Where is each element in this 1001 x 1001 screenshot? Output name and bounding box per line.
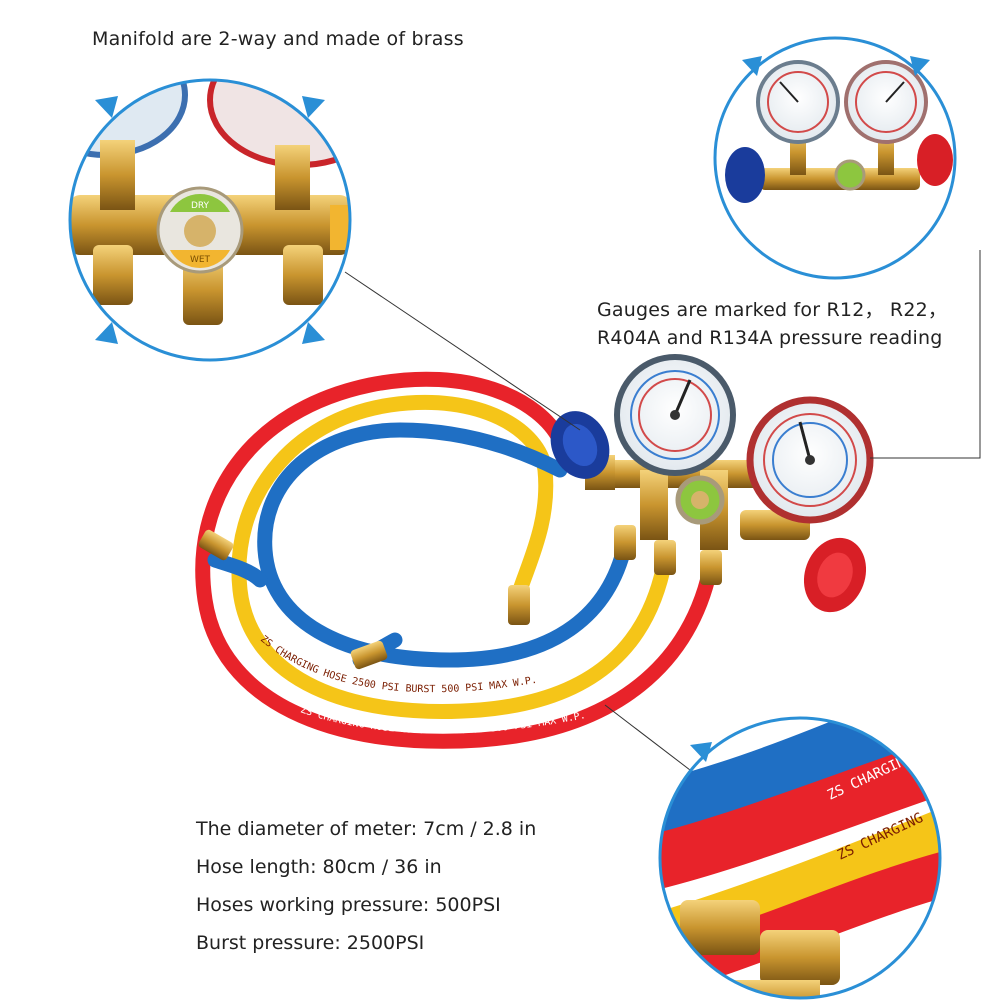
ring-arrow-icon [95, 322, 118, 344]
red-hose [195, 371, 718, 749]
spec-list: The diameter of meter: 7cm / 2.8 in Hose… [196, 818, 536, 970]
ring-arrow-icon [302, 96, 325, 118]
caption-gauges: Gauges are marked for R12， R22， R404A an… [597, 296, 947, 352]
ring-arrow-icon [302, 322, 325, 344]
sight-glass-wet-label: WET [190, 255, 211, 265]
caption-gauges-line1: Gauges are marked for R12， R22， [597, 299, 948, 321]
hose-detail-circle: ZS CHARGING ZS CHARGING [658, 716, 942, 1000]
caption-gauges-line2: R404A and R134A pressure reading [597, 327, 943, 349]
manifold-gauge-set [550, 354, 874, 613]
sight-glass-dry-label: DRY [191, 201, 210, 211]
manifold-detail-circle: DRY WET [68, 78, 352, 362]
ring-arrow-icon [742, 56, 762, 76]
blue-knob [550, 411, 610, 479]
leader-lines [344, 250, 981, 771]
caption-manifold: Manifold are 2-way and made of brass [92, 28, 464, 50]
spec-working-pressure: Hoses working pressure: 500PSI [196, 894, 501, 916]
spec-hose-length: Hose length: 80cm / 36 in [196, 856, 442, 878]
ring-arrow-icon [690, 742, 712, 762]
red-knob [803, 537, 867, 613]
hose-fittings [198, 525, 722, 670]
blue-hose [257, 422, 633, 668]
ring-arrow-icon [95, 96, 118, 118]
spec-burst-pressure: Burst pressure: 2500PSI [196, 932, 425, 954]
spec-meter-diameter: The diameter of meter: 7cm / 2.8 in [196, 818, 537, 840]
ring-arrow-icon [910, 56, 930, 76]
gauges-detail-circle [713, 36, 957, 280]
